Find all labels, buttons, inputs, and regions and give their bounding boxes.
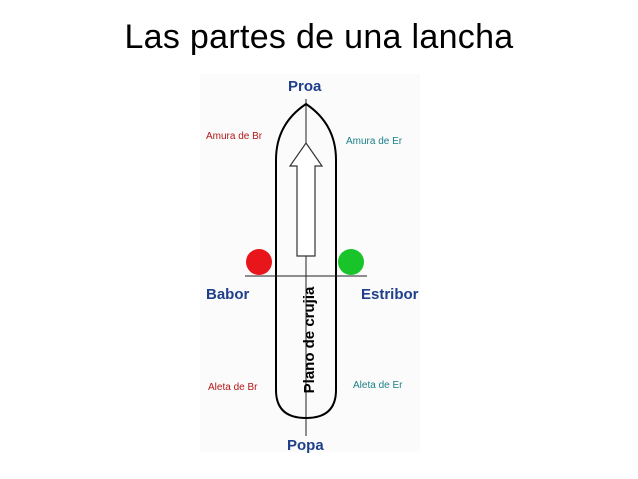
forward-arrow [288, 141, 324, 257]
port-label: Babor [206, 286, 250, 303]
centerline-label: Plano de crujia [301, 286, 318, 394]
port-light [246, 249, 272, 275]
starboard-label: Estribor [361, 286, 419, 303]
starboard-bow-label: Amura de Er [346, 136, 403, 147]
port-quarter-label: Aleta de Br [208, 382, 258, 393]
diagram-panel [200, 74, 420, 452]
starboard-light [338, 249, 364, 275]
port-bow-label: Amura de Br [206, 131, 263, 142]
stern-label: Popa [287, 437, 324, 454]
starboard-quarter-label: Aleta de Er [353, 380, 403, 391]
bow-label: Proa [288, 78, 322, 95]
hull-outline [275, 102, 337, 420]
slide-title: Las partes de una lancha [124, 18, 514, 56]
